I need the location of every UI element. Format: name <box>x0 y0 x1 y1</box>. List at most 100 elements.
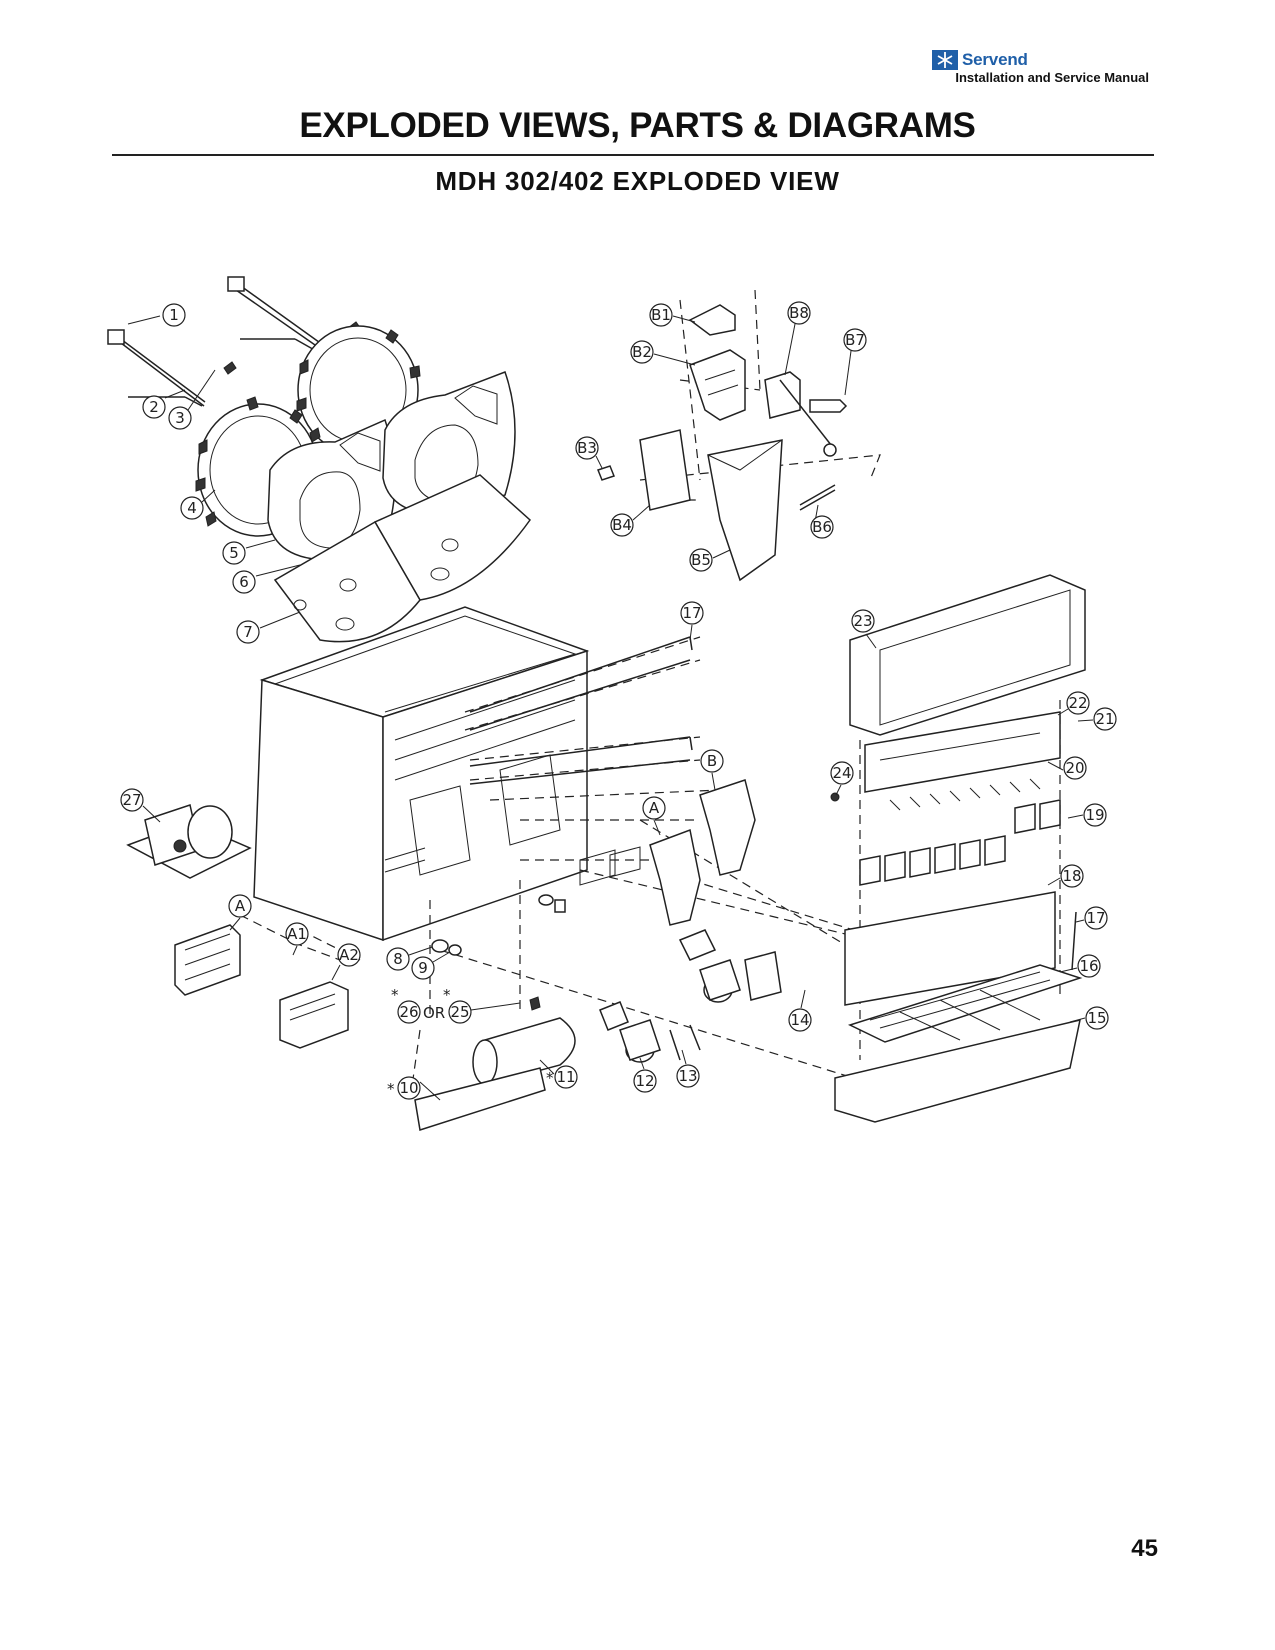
svg-text:7: 7 <box>243 623 253 641</box>
page-number: 45 <box>1131 1535 1158 1562</box>
callout-2: 2 <box>142 389 186 419</box>
callout-a-left: A <box>228 894 252 931</box>
snowflake-icon <box>932 50 958 70</box>
svg-text:A2: A2 <box>339 946 359 964</box>
dispense-head-a <box>579 828 701 926</box>
svg-text:10: 10 <box>399 1079 418 1097</box>
callout-3: 3 <box>168 369 216 430</box>
callout-7: 7 <box>236 611 301 644</box>
svg-text:B: B <box>707 752 717 770</box>
drip-tray <box>834 964 1083 1123</box>
dispense-head-b <box>699 779 756 876</box>
valves <box>859 778 1061 886</box>
svg-text:13: 13 <box>678 1067 697 1085</box>
callout-b4: B4 <box>610 504 651 537</box>
callout-b6: B6 <box>810 504 834 539</box>
callout-b5: B5 <box>689 548 731 572</box>
callout-15: 15 <box>1069 1006 1109 1030</box>
callout-17-right: 17 <box>1075 906 1108 930</box>
svg-text:17: 17 <box>1086 909 1105 927</box>
callout-b: B <box>700 749 724 791</box>
callout-1: 1 <box>127 303 186 327</box>
svg-text:B5: B5 <box>691 551 711 569</box>
svg-text:21: 21 <box>1095 710 1114 728</box>
svg-text:3: 3 <box>175 409 185 427</box>
svg-text:1: 1 <box>169 306 179 324</box>
callout-27: 27 <box>120 788 161 823</box>
svg-text:18: 18 <box>1062 867 1081 885</box>
svg-text:5: 5 <box>229 544 239 562</box>
callout-13: 13 <box>676 1049 700 1088</box>
svg-text:25: 25 <box>450 1003 469 1021</box>
svg-text:24: 24 <box>832 764 851 782</box>
asterisk-note-11: * <box>546 1069 554 1087</box>
callout-19: 19 <box>1067 803 1107 827</box>
callout-b1: B1 <box>649 303 696 327</box>
svg-text:B7: B7 <box>845 331 865 349</box>
asterisk-note-25: * <box>443 986 451 1004</box>
svg-text:B2: B2 <box>632 343 652 361</box>
callout-4: 4 <box>180 489 216 520</box>
callout-20: 20 <box>1047 756 1087 780</box>
brand-name: Servend <box>962 50 1028 69</box>
transformer-assembly <box>126 804 252 879</box>
callout-14: 14 <box>788 989 812 1032</box>
callout-17-top: 17 <box>680 601 704 641</box>
section-title: MDH 302/402 EXPLODED VIEW <box>435 166 840 196</box>
svg-text:27: 27 <box>122 791 141 809</box>
page-title: EXPLODED VIEWS, PARTS & DIAGRAMS <box>299 106 976 145</box>
svg-text:A1: A1 <box>287 925 307 943</box>
callout-a1: A1 <box>285 922 309 956</box>
merchandiser-panel <box>849 574 1086 736</box>
callout-22: 22 <box>1057 691 1090 716</box>
callout-26: 26 <box>397 1000 421 1024</box>
callout-24: 24 <box>830 761 854 796</box>
component-b-assembly <box>597 304 848 582</box>
svg-text:B1: B1 <box>651 306 671 324</box>
callout-21: 21 <box>1077 707 1117 731</box>
svg-text:9: 9 <box>418 959 428 977</box>
callout-10: 10 <box>397 1076 441 1101</box>
callout-11: 11 <box>539 1059 578 1089</box>
callout-16: 16 <box>1059 954 1101 978</box>
svg-text:A: A <box>649 799 660 817</box>
title-divider <box>112 154 1154 156</box>
cabinet-housing <box>253 606 590 942</box>
svg-text:11: 11 <box>556 1068 575 1086</box>
svg-text:B4: B4 <box>612 516 632 534</box>
svg-text:23: 23 <box>853 612 872 630</box>
svg-text:12: 12 <box>635 1072 654 1090</box>
mounting-plates <box>273 474 531 643</box>
alignment-lines <box>239 289 1061 1101</box>
or-note: OR <box>423 1004 445 1022</box>
callout-b3: B3 <box>575 436 603 469</box>
svg-text:17: 17 <box>682 604 701 622</box>
gear-motor-upper <box>678 929 782 1003</box>
fittings <box>431 894 566 1011</box>
callout-12: 12 <box>633 1057 657 1093</box>
svg-text:A: A <box>235 897 246 915</box>
svg-text:22: 22 <box>1068 694 1087 712</box>
callout-18: 18 <box>1047 864 1084 888</box>
svg-text:19: 19 <box>1085 806 1104 824</box>
valve-panel <box>830 711 1061 1006</box>
svg-text:4: 4 <box>187 499 197 517</box>
callout-a2: A2 <box>331 943 361 981</box>
svg-text:26: 26 <box>399 1003 418 1021</box>
svg-text:20: 20 <box>1065 759 1084 777</box>
brand-logo: Servend <box>932 50 1082 72</box>
control-module <box>174 924 349 1049</box>
svg-text:2: 2 <box>149 398 159 416</box>
callout-23: 23 <box>851 609 877 649</box>
svg-text:8: 8 <box>393 950 403 968</box>
callout-b2: B2 <box>630 340 696 366</box>
auger-housing <box>414 1017 576 1131</box>
svg-text:B8: B8 <box>789 304 809 322</box>
asterisk-note-26: * <box>391 986 399 1004</box>
callout-8: 8 <box>386 946 433 971</box>
gear-motor-lower <box>599 1001 701 1063</box>
callout-b7: B7 <box>843 328 867 396</box>
asterisk-note-10: * <box>387 1080 395 1098</box>
agitator-assembly-right <box>227 276 421 455</box>
